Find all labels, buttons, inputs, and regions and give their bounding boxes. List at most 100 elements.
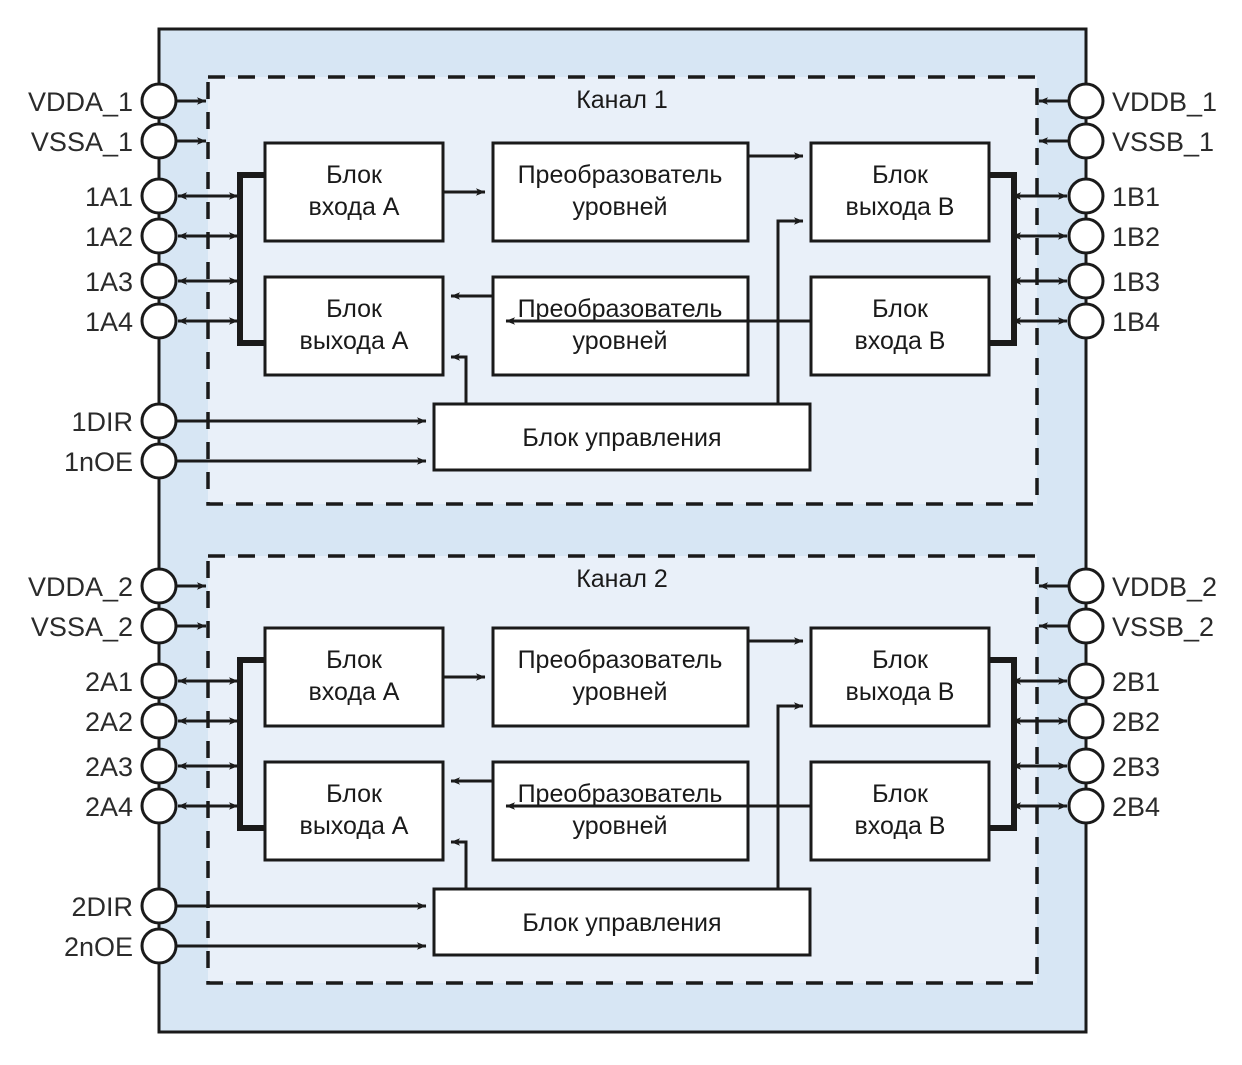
block-input-a-ch2-line1: Блок bbox=[326, 646, 383, 674]
block-translator-bottom-ch1-line1: Преобразователь bbox=[518, 295, 723, 323]
pin-2b4-label: 2B4 bbox=[1112, 792, 1160, 822]
pin-vddb_2-label: VDDB_2 bbox=[1112, 572, 1217, 602]
pin-1b2-label: 1B2 bbox=[1112, 222, 1160, 252]
pin-2a4[interactable]: 2A4 bbox=[85, 787, 239, 825]
block-control-ch2-label: Блок управления bbox=[522, 909, 721, 937]
block-output-a-ch1-line2: выхода A bbox=[300, 327, 409, 355]
pin-2b4[interactable]: 2B4 bbox=[1011, 787, 1160, 825]
block-input-a-ch2-line2: входа A bbox=[309, 678, 400, 706]
channel-2-title: Канал 2 bbox=[576, 565, 668, 593]
block-translator-bottom-ch1 bbox=[491, 275, 750, 377]
pin-1b3[interactable]: 1B3 bbox=[1011, 262, 1160, 300]
pin-2noe[interactable]: 2nOE bbox=[64, 927, 427, 965]
block-output-b-ch1-line2: выхода B bbox=[846, 193, 955, 221]
pin-1noe[interactable]: 1nOE bbox=[64, 442, 427, 480]
pin-1b1[interactable]: 1B1 bbox=[1011, 177, 1160, 215]
pin-2dir[interactable]: 2DIR bbox=[71, 887, 427, 925]
pin-2b3-label: 2B3 bbox=[1112, 752, 1160, 782]
block-translator-top-ch1-line2: уровней bbox=[573, 193, 668, 221]
block-output-b-ch2 bbox=[809, 626, 991, 728]
channel-2-group: Канал 2 Блок входа A Блок выхода A Преоб… bbox=[28, 554, 1217, 1032]
pin-2b2[interactable]: 2B2 bbox=[1011, 702, 1160, 740]
pin-1a2-label: 1A2 bbox=[85, 222, 133, 252]
pin-1b4[interactable]: 1B4 bbox=[1011, 302, 1160, 340]
block-translator-bottom-ch2 bbox=[491, 760, 750, 862]
block-output-a-ch1-line1: Блок bbox=[326, 295, 383, 323]
block-input-b-ch2-line1: Блок bbox=[872, 780, 929, 808]
pin-1a4[interactable]: 1A4 bbox=[85, 302, 239, 340]
block-translator-top-ch2-line2: уровней bbox=[573, 678, 668, 706]
pin-1a2[interactable]: 1A2 bbox=[85, 217, 239, 255]
pin-2b1[interactable]: 2B1 bbox=[1011, 662, 1160, 700]
pin-vssa_2-label: VSSA_2 bbox=[31, 612, 133, 642]
block-translator-bottom-ch1-line2: уровней bbox=[573, 327, 668, 355]
block-control-ch1 bbox=[432, 402, 812, 472]
pin-1a3[interactable]: 1A3 bbox=[85, 262, 239, 300]
block-input-a-ch1-line1: Блок bbox=[326, 161, 383, 189]
pin-vssb_1[interactable]: VSSB_1 bbox=[1038, 122, 1214, 160]
pin-vddb_2[interactable]: VDDB_2 bbox=[1038, 567, 1217, 605]
pin-vddb_1[interactable]: VDDB_1 bbox=[1038, 82, 1217, 120]
pin-1a4-label: 1A4 bbox=[85, 307, 133, 337]
block-input-a-ch1-line2: входа A bbox=[309, 193, 400, 221]
block-input-b-ch1 bbox=[809, 275, 991, 377]
bus-bracket-a-ch1 bbox=[237, 172, 265, 346]
pin-1a3-label: 1A3 bbox=[85, 267, 133, 297]
pin-1b4-label: 1B4 bbox=[1112, 307, 1160, 337]
bus-bracket-a-ch2 bbox=[237, 657, 265, 831]
pin-2dir-label: 2DIR bbox=[71, 892, 133, 922]
pin-1a1[interactable]: 1A1 bbox=[85, 177, 239, 215]
pin-2b3[interactable]: 2B3 bbox=[1011, 747, 1160, 785]
pin-2noe-label: 2nOE bbox=[64, 932, 133, 962]
pin-vssb_1-label: VSSB_1 bbox=[1112, 127, 1214, 157]
block-translator-top-ch2 bbox=[491, 626, 750, 728]
block-input-b-ch2-line2: входа B bbox=[855, 812, 946, 840]
block-output-a-ch1 bbox=[263, 275, 445, 377]
block-output-b-ch2-line1: Блок bbox=[872, 646, 929, 674]
block-input-a-ch2 bbox=[263, 626, 445, 728]
bus-bracket-b-ch2 bbox=[989, 657, 1017, 831]
pin-vdda_1[interactable]: VDDA_1 bbox=[28, 82, 207, 120]
pin-vssb_2[interactable]: VSSB_2 bbox=[1038, 607, 1214, 645]
pin-2a3[interactable]: 2A3 bbox=[85, 747, 239, 785]
pin-1b2[interactable]: 1B2 bbox=[1011, 217, 1160, 255]
pin-vdda_1-label: VDDA_1 bbox=[28, 87, 133, 117]
block-output-b-ch1 bbox=[809, 141, 991, 243]
pin-vssa_2[interactable]: VSSA_2 bbox=[31, 607, 207, 645]
pin-2a1[interactable]: 2A1 bbox=[85, 662, 239, 700]
pin-1a1-label: 1A1 bbox=[85, 182, 133, 212]
pin-2a2-label: 2A2 bbox=[85, 707, 133, 737]
block-translator-bottom-ch2-line1: Преобразователь bbox=[518, 780, 723, 808]
wire-control-to-outputa-ch1 bbox=[450, 353, 468, 404]
channel-1-group: Канал 1 Блок входа A Блок выхода A Преоб… bbox=[28, 29, 1217, 506]
block-translator-bottom-ch2-line2: уровней bbox=[573, 812, 668, 840]
block-input-a-ch1 bbox=[263, 141, 445, 243]
pin-2a4-label: 2A4 bbox=[85, 792, 133, 822]
block-output-b-ch1-line1: Блок bbox=[872, 161, 929, 189]
block-control-ch2 bbox=[432, 887, 812, 957]
pin-vssb_2-label: VSSB_2 bbox=[1112, 612, 1214, 642]
pin-1b3-label: 1B3 bbox=[1112, 267, 1160, 297]
pin-vddb_1-label: VDDB_1 bbox=[1112, 87, 1217, 117]
pin-vdda_2[interactable]: VDDA_2 bbox=[28, 567, 207, 605]
pin-2a2[interactable]: 2A2 bbox=[85, 702, 239, 740]
block-output-a-ch2 bbox=[263, 760, 445, 862]
pin-1b1-label: 1B1 bbox=[1112, 182, 1160, 212]
wire-control-to-outputa-ch2 bbox=[450, 838, 468, 889]
block-translator-top-ch1 bbox=[491, 141, 750, 243]
pin-1dir-label: 1DIR bbox=[71, 407, 133, 437]
block-translator-top-ch1-line1: Преобразователь bbox=[518, 161, 723, 189]
block-control-ch1-label: Блок управления bbox=[522, 424, 721, 452]
pin-1dir[interactable]: 1DIR bbox=[71, 402, 427, 440]
pin-2b1-label: 2B1 bbox=[1112, 667, 1160, 697]
bus-bracket-b-ch1 bbox=[989, 172, 1017, 346]
pin-vssa_1-label: VSSA_1 bbox=[31, 127, 133, 157]
block-input-b-ch1-line1: Блок bbox=[872, 295, 929, 323]
block-output-a-ch2-line2: выхода A bbox=[300, 812, 409, 840]
pin-vssa_1[interactable]: VSSA_1 bbox=[31, 122, 207, 160]
wire-control-to-outputb-ch1 bbox=[776, 217, 804, 404]
pin-1noe-label: 1nOE bbox=[64, 447, 133, 477]
pin-2a3-label: 2A3 bbox=[85, 752, 133, 782]
block-input-b-ch2 bbox=[809, 760, 991, 862]
